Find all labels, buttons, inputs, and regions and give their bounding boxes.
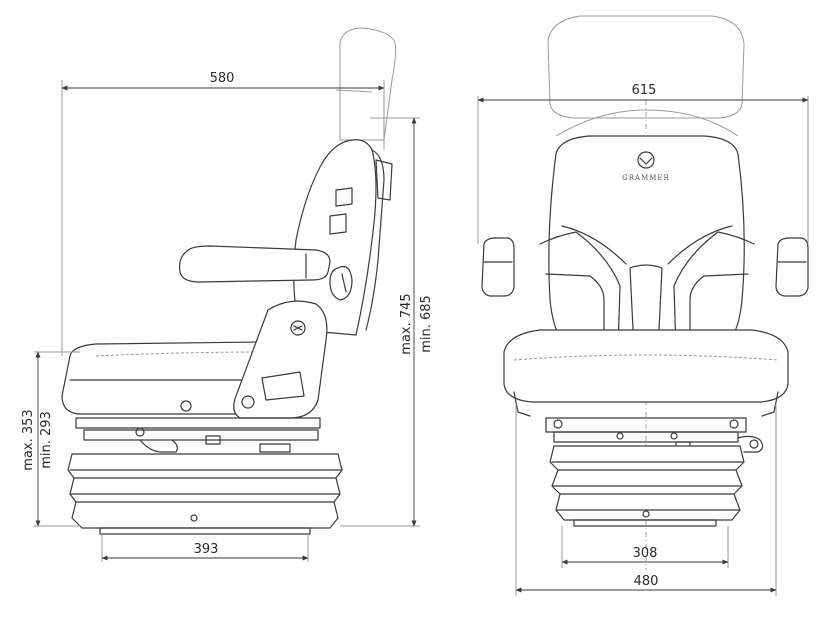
side-dimensions — [34, 80, 420, 562]
side-rails — [75, 400, 321, 453]
side-bellows — [67, 453, 343, 535]
side-armrest — [179, 245, 331, 283]
front-view: GRAMMER — [477, 15, 809, 596]
front-backrest — [539, 135, 755, 351]
front-seat-cushion — [503, 329, 789, 417]
front-armrest-right — [775, 237, 809, 297]
front-base-outer-label: 480 — [634, 574, 659, 589]
front-base-inner-label: 308 — [633, 546, 658, 561]
side-total-height-max-label: max. 745 — [399, 293, 414, 354]
front-bellows — [549, 445, 745, 527]
side-seat-height-min-label: min. 293 — [39, 411, 54, 469]
side-view: 580 max. 353 min. 293 max. 745 min. 685 … — [21, 27, 434, 562]
front-armrest-left — [481, 237, 515, 297]
front-brand-label: GRAMMER — [622, 174, 670, 182]
front-dimensions — [477, 96, 809, 596]
side-total-height-min-label: min. 685 — [419, 295, 434, 353]
side-seat-height-max-label: max. 353 — [21, 409, 36, 470]
front-rails — [545, 417, 764, 459]
side-base-depth-label: 393 — [194, 542, 219, 557]
front-width-label: 615 — [632, 83, 657, 98]
side-backrest — [293, 139, 393, 336]
front-headrest-raised — [547, 15, 745, 137]
side-depth-label: 580 — [210, 71, 235, 86]
side-mechanism — [233, 300, 328, 419]
side-headrest-raised — [335, 27, 397, 141]
